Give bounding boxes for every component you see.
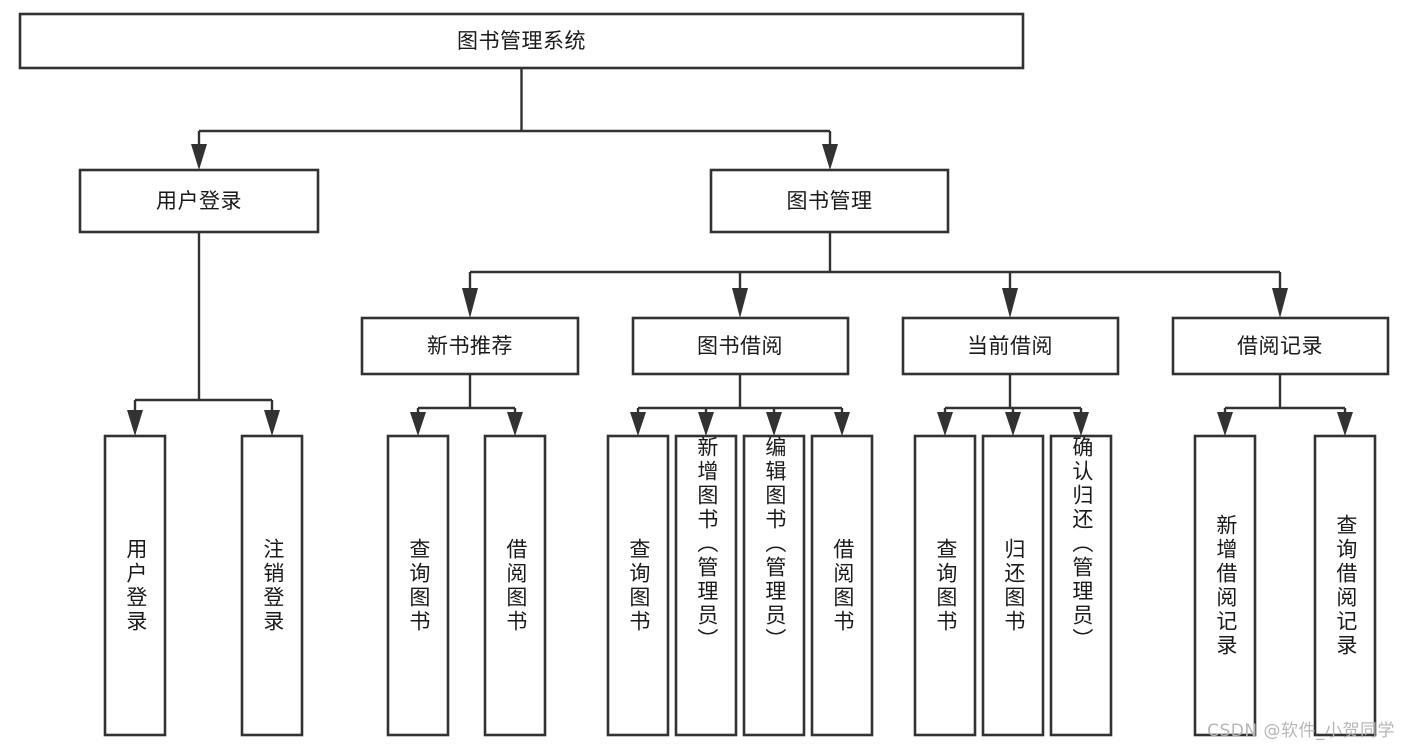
connector-layer (127, 68, 1353, 436)
node-leaf-add-borrow-record-box[interactable] (1193, 434, 1257, 737)
node-current-borrow[interactable]: 当前借阅 (901, 316, 1120, 376)
arrow-head-to-user-login (191, 144, 207, 170)
node-borrow-record-box[interactable] (1171, 316, 1390, 376)
leaf-box-layer (103, 434, 1377, 737)
node-leaf-logout-box[interactable] (240, 434, 304, 737)
arrow-head-to-book-borrow (732, 288, 748, 318)
node-new-book-recommend[interactable]: 新书推荐 (360, 316, 580, 376)
arrow-head-to-leaf-query-book-borrow (630, 412, 646, 436)
node-borrow-record-label: 借阅记录 (1237, 334, 1323, 358)
node-root-label: 图书管理系统 (457, 29, 586, 53)
node-book-manage[interactable]: 图书管理 (709, 168, 950, 234)
connector-bookmanage-to-level3 (468, 232, 1282, 290)
node-book-manage-box[interactable] (709, 168, 950, 234)
node-leaf-user-login-box[interactable] (103, 434, 167, 737)
node-book-manage-label: 图书管理 (787, 189, 873, 213)
node-leaf-borrow-book-recommend-box[interactable] (483, 434, 547, 737)
connector-userlogin-to-leaves (133, 232, 274, 414)
node-leaf-add-book-admin-box[interactable] (674, 434, 738, 737)
node-leaf-confirm-return-admin-box[interactable] (1049, 434, 1113, 737)
connector-borrowrecord-to-leaves (1223, 374, 1347, 416)
arrow-head-to-current-borrow (1002, 288, 1018, 318)
csdn-watermark: CSDN @软件_小贺同学 (1207, 721, 1395, 741)
arrow-head-to-leaf-logout (264, 410, 280, 436)
node-leaf-return-book-box[interactable] (981, 434, 1045, 737)
connector-newbook-to-leaves (416, 374, 517, 416)
node-book-borrow-label: 图书借阅 (697, 334, 783, 358)
arrow-head-to-leaf-confirm-return-admin (1073, 412, 1089, 436)
arrow-head-to-book-manage (822, 144, 838, 170)
arrow-head-to-new-book-recommend (462, 288, 478, 318)
arrow-head-to-leaf-user-login (127, 410, 143, 436)
arrow-head-to-leaf-borrow-book (834, 412, 850, 436)
node-book-borrow-box[interactable] (631, 316, 850, 376)
node-leaf-borrow-book-box[interactable] (810, 434, 874, 737)
arrow-head-to-leaf-borrow-book-recommend (507, 412, 523, 436)
arrow-head-to-leaf-query-borrow-record (1337, 412, 1353, 436)
node-current-borrow-label: 当前借阅 (967, 334, 1053, 358)
arrow-head-to-leaf-query-book-recommend (410, 412, 426, 436)
arrow-head-to-leaf-return-book (1005, 412, 1021, 436)
connector-root-to-level2 (197, 68, 832, 148)
node-current-borrow-box[interactable] (901, 316, 1120, 376)
node-leaf-query-book-recommend-box[interactable] (386, 434, 450, 737)
node-leaf-query-borrow-record-box[interactable] (1313, 434, 1377, 737)
connector-bookborrow-to-leaves (636, 374, 844, 416)
arrow-head-to-leaf-add-borrow-record (1217, 412, 1233, 436)
node-book-borrow[interactable]: 图书借阅 (631, 316, 850, 376)
node-leaf-query-book-borrow-box[interactable] (606, 434, 670, 737)
node-new-book-recommend-box[interactable] (360, 316, 580, 376)
arrow-head-to-borrow-record (1272, 288, 1288, 318)
arrow-head-to-leaf-edit-book-admin (766, 412, 782, 436)
node-root-box[interactable] (18, 12, 1025, 70)
node-borrow-record[interactable]: 借阅记录 (1171, 316, 1390, 376)
node-user-login-label: 用户登录 (156, 189, 242, 213)
node-root[interactable]: 图书管理系统 (18, 12, 1025, 70)
node-new-book-recommend-label: 新书推荐 (427, 334, 513, 358)
node-user-login[interactable]: 用户登录 (78, 168, 320, 234)
node-leaf-query-book-current-box[interactable] (913, 434, 977, 737)
node-leaf-edit-book-admin-box[interactable] (742, 434, 806, 737)
connector-currentborrow-to-leaves (943, 374, 1083, 416)
node-user-login-box[interactable] (78, 168, 320, 234)
arrow-head-to-leaf-add-book-admin (698, 412, 714, 436)
arrow-head-to-leaf-query-book-current (937, 412, 953, 436)
